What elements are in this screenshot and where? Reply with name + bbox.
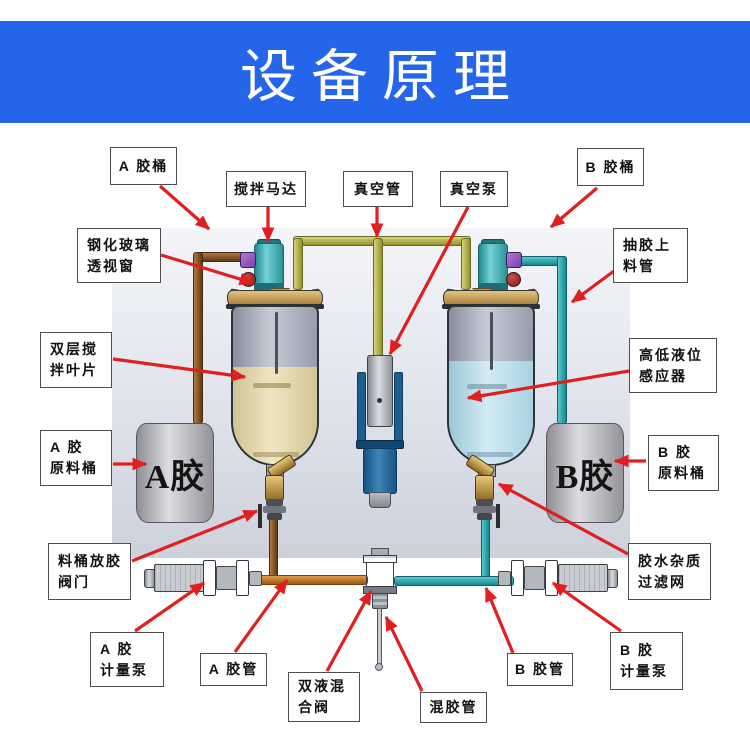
label-b-glue-pipe: B 胶管 — [507, 653, 573, 686]
a-valve-stack-2 — [263, 506, 286, 513]
a-pump-flange-1 — [203, 560, 216, 596]
a-stir-shaft — [275, 312, 278, 374]
arrow-b-glue-pipe — [484, 586, 515, 654]
label-glass-window: 钢化玻璃 透视窗 — [77, 228, 161, 283]
b-material-cylinder: B胶 — [546, 423, 624, 523]
a-glue-pipe — [250, 575, 368, 585]
label-stir-blades: 双层搅 拌叶片 — [40, 332, 112, 388]
b-valve-stack-2 — [473, 506, 496, 513]
a-tank-liquid — [233, 367, 317, 464]
vacuum-pump-plate-left — [357, 372, 366, 442]
a-motor-base — [254, 283, 284, 291]
label-a-material-barrel: A 胶 原料桶 — [40, 430, 112, 486]
a-material-cylinder: A胶 — [136, 423, 214, 523]
label-b-material-barrel: B 胶 原料桶 — [648, 435, 719, 491]
b-pump-endcap — [607, 569, 618, 588]
vacuum-pump-base — [369, 492, 391, 508]
b-pump-flange-1 — [511, 560, 524, 596]
label-filter-screen: 胶水杂质 过滤网 — [628, 543, 711, 600]
vacuum-pipe-drop-left — [293, 238, 303, 290]
a-inlet-fitting — [240, 252, 256, 268]
b-tank-liquid — [449, 361, 533, 464]
a-glue-tank — [231, 305, 319, 466]
b-valve-handle — [496, 504, 500, 528]
b-glue-pipe — [394, 576, 514, 586]
label-suction-pipe: 抽胶上 料管 — [613, 228, 688, 283]
mixing-valve-nozzle — [372, 593, 388, 609]
b-pump-flange-2 — [545, 560, 558, 596]
b-stir-blade-mark — [467, 384, 507, 389]
a-discharge-valve-body — [265, 475, 284, 501]
mixing-tube-tip — [375, 663, 383, 671]
vacuum-pump-column — [367, 355, 393, 427]
title-banner: 设备原理 — [0, 21, 750, 123]
a-pump-flange-2 — [236, 560, 249, 596]
a-stir-blade-mark — [253, 383, 291, 388]
arrow-b-barrel — [549, 186, 599, 229]
vacuum-pump-body — [363, 448, 397, 494]
label-vacuum-pipe: 真空管 — [343, 171, 413, 207]
label-b-metering-pump: B 胶 计量泵 — [610, 632, 683, 690]
a-stir-blade-mark-2 — [253, 452, 299, 457]
a-valve-stack-3 — [267, 513, 282, 520]
b-red-knob — [506, 272, 521, 287]
a-valve-handle — [258, 504, 262, 528]
b-metering-pump-body — [558, 564, 608, 592]
vacuum-pump-plate-right — [394, 372, 403, 442]
label-discharge-valve: 料桶放胶 阀门 — [48, 543, 131, 600]
b-filter-valve-body — [475, 475, 494, 501]
page-title: 设备原理 — [240, 45, 524, 109]
a-feed-pipe-vertical — [193, 252, 203, 424]
label-a-glue-pipe: A 胶管 — [200, 653, 267, 686]
b-stir-blade-mark-2 — [467, 452, 513, 457]
a-red-knob — [241, 272, 256, 287]
b-motor-base — [478, 283, 508, 291]
a-metering-pump-body — [154, 564, 204, 592]
arrow-mixing-valve — [325, 589, 373, 672]
b-cylinder-text: B胶 — [555, 458, 615, 496]
label-mixing-tube: 混胶管 — [420, 692, 487, 723]
a-discharge-pipe — [269, 516, 278, 582]
b-valve-stack-1 — [476, 499, 493, 506]
b-valve-stack-3 — [477, 513, 492, 520]
mixing-valve-body — [366, 562, 394, 587]
label-vacuum-pump: 真空泵 — [440, 171, 508, 207]
a-valve-stack-1 — [266, 499, 283, 506]
a-cylinder-text: A胶 — [144, 458, 206, 496]
b-feed-pipe-vertical — [557, 256, 567, 424]
label-a-metering-pump: A 胶 计量泵 — [90, 632, 164, 687]
mixing-tube-needle — [377, 608, 382, 665]
b-pump-center-block — [524, 566, 545, 590]
a-pump-center-block — [216, 566, 237, 590]
a-pump-outlet-stub — [249, 571, 262, 586]
arrow-mixing-tube — [384, 615, 424, 692]
vacuum-pipe-drop-center — [373, 238, 383, 358]
arrow-a-barrel — [158, 184, 211, 231]
vacuum-pipe-drop-right — [461, 238, 471, 290]
label-level-sensor: 高低液位 感应器 — [629, 338, 717, 393]
b-glue-tank — [447, 305, 535, 466]
b-stir-shaft — [490, 312, 493, 370]
label-a-barrel: A 胶桶 — [110, 147, 177, 185]
b-pump-inlet-stub — [498, 571, 511, 586]
label-b-barrel: B 胶桶 — [577, 148, 644, 186]
vacuum-pump-dot — [377, 398, 382, 403]
label-mixing-valve: 双液混 合阀 — [288, 672, 360, 722]
b-discharge-pipe — [481, 516, 490, 582]
b-inlet-fitting — [506, 252, 522, 268]
label-mixer-motor: 搅拌马达 — [226, 171, 306, 207]
